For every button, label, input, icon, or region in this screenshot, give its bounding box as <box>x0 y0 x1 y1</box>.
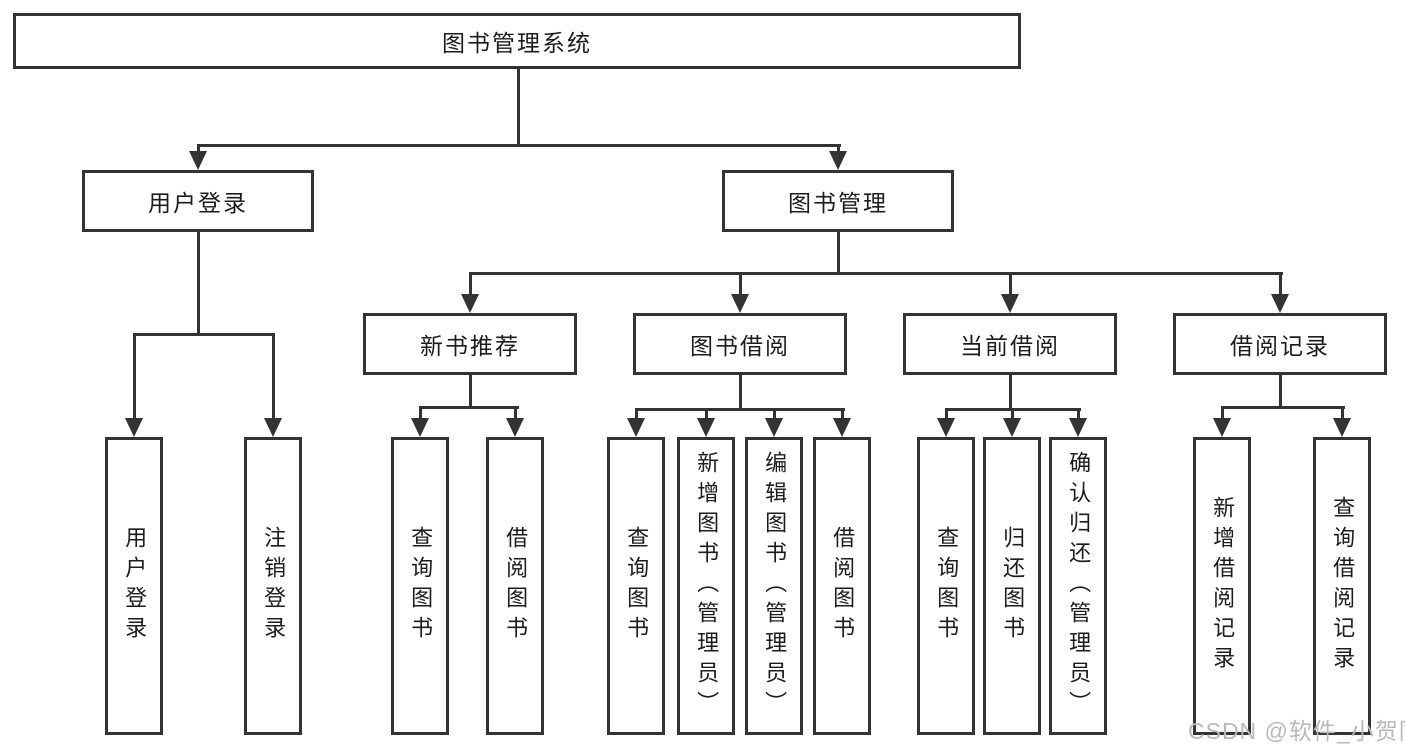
arrowhead-icon <box>1069 418 1087 437</box>
leaf-label: 用户登录 <box>122 526 148 646</box>
arrowhead-icon <box>627 418 645 437</box>
arrowhead-icon <box>461 294 479 313</box>
arrowhead-icon <box>1003 418 1021 437</box>
line <box>197 144 841 147</box>
leaf-label: 新增图书（管理员） <box>694 451 720 721</box>
arrowhead-icon <box>506 418 524 437</box>
leaf-confirm-return-admin: 确认归还（管理员） <box>1049 437 1107 735</box>
leaf-query-books-recommend: 查询图书 <box>391 437 449 735</box>
line <box>1279 375 1282 409</box>
leaf-query-borrow-record: 查询借阅记录 <box>1313 437 1371 735</box>
arrowhead-icon <box>937 418 955 437</box>
leaf-add-book-admin: 新增图书（管理员） <box>677 437 735 735</box>
node-borrow-records: 借阅记录 <box>1173 313 1387 375</box>
arrowhead-icon <box>1271 294 1289 313</box>
leaf-label: 新增借阅记录 <box>1210 496 1236 676</box>
line <box>1011 408 1014 420</box>
line <box>1279 272 1282 296</box>
leaf-query-books-borrow: 查询图书 <box>607 437 665 735</box>
line <box>514 406 517 421</box>
line <box>419 406 519 409</box>
leaf-label: 查询图书 <box>934 526 960 646</box>
leaf-label: 归还图书 <box>1000 526 1026 646</box>
line <box>1077 408 1080 420</box>
arrowhead-icon <box>833 418 851 437</box>
line <box>133 333 136 419</box>
arrowhead-icon <box>765 418 783 437</box>
line <box>419 406 422 421</box>
leaf-label: 查询图书 <box>624 526 650 646</box>
line <box>837 144 840 154</box>
node-book-management: 图书管理 <box>722 170 954 232</box>
line <box>197 232 200 336</box>
arrowhead-icon <box>1001 294 1019 313</box>
leaf-return-books: 归还图书 <box>983 437 1041 735</box>
arrowhead-icon <box>411 418 429 437</box>
leaf-user-login: 用户登录 <box>105 437 163 735</box>
leaf-logout: 注销登录 <box>244 437 302 735</box>
node-current-borrow: 当前借阅 <box>903 313 1117 375</box>
leaf-label: 借阅图书 <box>503 526 529 646</box>
line <box>1221 406 1224 421</box>
arrowhead-icon <box>697 418 715 437</box>
leaf-label: 注销登录 <box>261 526 287 646</box>
leaf-label: 借阅图书 <box>830 526 856 646</box>
arrowhead-icon <box>125 418 143 437</box>
leaf-label: 编辑图书（管理员） <box>762 451 788 721</box>
line <box>635 408 638 420</box>
line <box>739 272 742 296</box>
arrowhead-icon <box>1213 418 1231 437</box>
line <box>469 272 472 296</box>
leaf-label: 确认归还（管理员） <box>1066 451 1092 721</box>
line <box>837 232 840 275</box>
node-new-book-recommend: 新书推荐 <box>363 313 577 375</box>
arrowhead-icon <box>264 418 282 437</box>
line <box>469 272 1283 275</box>
line <box>272 333 275 419</box>
line <box>635 408 845 411</box>
arrowhead-icon <box>731 294 749 313</box>
line <box>1009 272 1012 296</box>
line <box>841 408 844 420</box>
line <box>133 333 275 336</box>
arrowhead-icon <box>1333 418 1351 437</box>
leaf-label: 查询借阅记录 <box>1330 496 1356 676</box>
line <box>773 408 776 420</box>
leaf-add-borrow-record: 新增借阅记录 <box>1193 437 1251 735</box>
arrowhead-icon <box>829 151 847 170</box>
node-book-borrow: 图书借阅 <box>633 313 847 375</box>
line <box>945 408 948 420</box>
csdn-watermark: CSDN @软件_小贺同学 <box>1188 718 1405 744</box>
line <box>1341 406 1344 421</box>
line <box>1009 375 1012 411</box>
line <box>1221 406 1345 409</box>
leaf-query-books-current: 查询图书 <box>917 437 975 735</box>
node-root: 图书管理系统 <box>13 13 1021 69</box>
line <box>705 408 708 420</box>
leaf-edit-book-admin: 编辑图书（管理员） <box>745 437 803 735</box>
leaf-borrow-books-recommend: 借阅图书 <box>486 437 544 735</box>
arrowhead-icon <box>189 151 207 170</box>
line <box>197 144 200 154</box>
line <box>739 375 742 411</box>
node-user-login: 用户登录 <box>82 170 314 232</box>
line <box>469 375 472 409</box>
leaf-borrow-books: 借阅图书 <box>813 437 871 735</box>
leaf-label: 查询图书 <box>408 526 434 646</box>
line <box>517 68 520 147</box>
